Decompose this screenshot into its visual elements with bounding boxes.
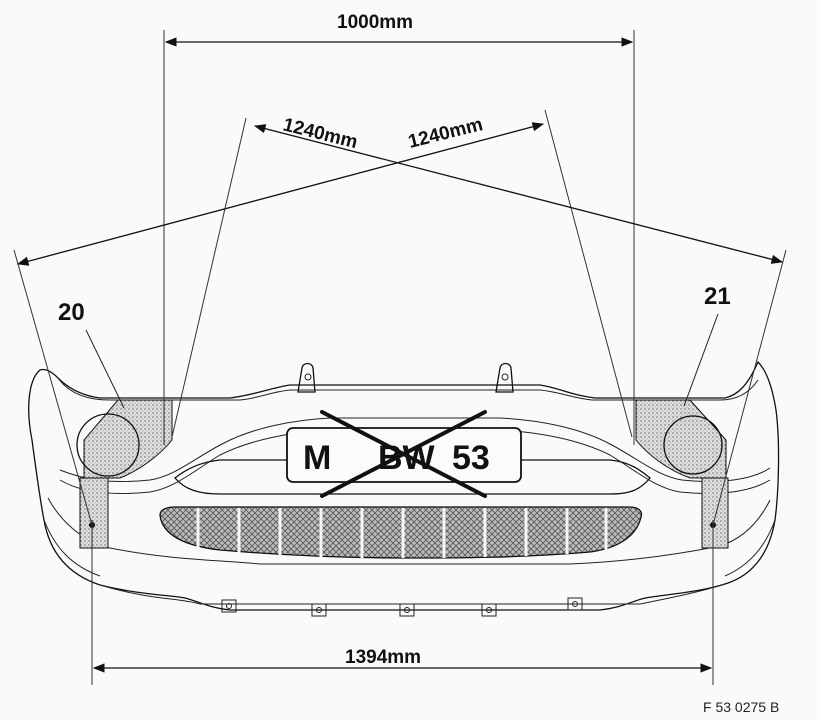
fog-lamp-left bbox=[76, 399, 173, 549]
top-brackets bbox=[297, 362, 514, 393]
bumper-outline bbox=[28, 360, 780, 611]
dimension-top-label: 1000mm bbox=[337, 12, 413, 33]
callout-left-label: 20 bbox=[58, 299, 85, 326]
figure-id-label: F 53 0275 B bbox=[703, 699, 779, 715]
extension-lines bbox=[13, 30, 787, 685]
fog-lamp-right bbox=[635, 399, 729, 549]
plate-prefix: M bbox=[303, 439, 331, 477]
crossed-out-mark bbox=[320, 410, 487, 498]
grille-surround bbox=[174, 459, 651, 495]
dimension-diagonal-left-label: 1240mm bbox=[281, 114, 360, 153]
dimension-bottom-label: 1394mm bbox=[345, 647, 421, 668]
callout-leaders bbox=[85, 313, 719, 409]
dimension-lines bbox=[16, 37, 784, 673]
callout-right-label: 21 bbox=[704, 283, 731, 310]
lower-grille bbox=[159, 506, 643, 559]
plate-number: 53 bbox=[452, 439, 490, 477]
dim-line-diagonal-right bbox=[16, 122, 545, 266]
mounting-tabs bbox=[221, 597, 583, 617]
dimension-diagonal-right-label: 1240mm bbox=[406, 114, 485, 153]
